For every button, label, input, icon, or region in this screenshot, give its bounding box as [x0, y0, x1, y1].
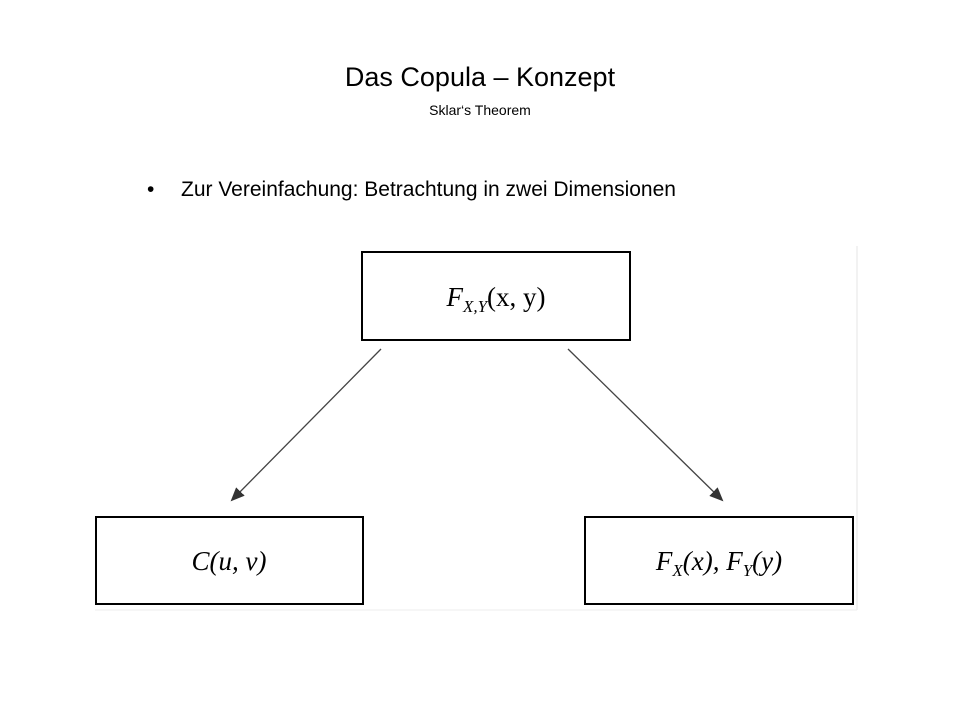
slide-subtitle: Sklar‘s Theorem — [429, 102, 531, 118]
bullet-item: • Zur Vereinfachung: Betrachtung in zwei … — [147, 174, 676, 206]
arrow-to-copula — [230, 348, 382, 502]
marginals-box — [584, 516, 854, 605]
marginal-args2: (y) — [752, 546, 782, 576]
joint-args: (x, y) — [487, 282, 545, 312]
slide-title: Das Copula – Konzept — [344, 62, 616, 92]
arrow-to-marginals — [567, 348, 724, 502]
marginal-F2: F — [725, 546, 743, 576]
marginal-F1: F — [655, 546, 673, 576]
bullet-text: Zur Vereinfachung: Betrachtung in zwei D… — [181, 178, 676, 201]
bullet-dot-icon: • — [147, 178, 155, 201]
joint-distribution-formula: FX,Y(x, y) — [445, 282, 545, 316]
joint-distribution-box — [361, 251, 631, 341]
marginals-formula: FX(x), FY(y) — [655, 546, 782, 580]
marginal-sub2: Y — [743, 561, 754, 580]
marginal-args1: (x), — [683, 546, 726, 576]
marginal-sub1: X — [671, 561, 683, 580]
joint-sub: X,Y — [462, 297, 489, 316]
copula-formula: C(u, v) — [192, 546, 267, 576]
joint-F: F — [445, 282, 463, 312]
copula-box — [95, 516, 364, 605]
